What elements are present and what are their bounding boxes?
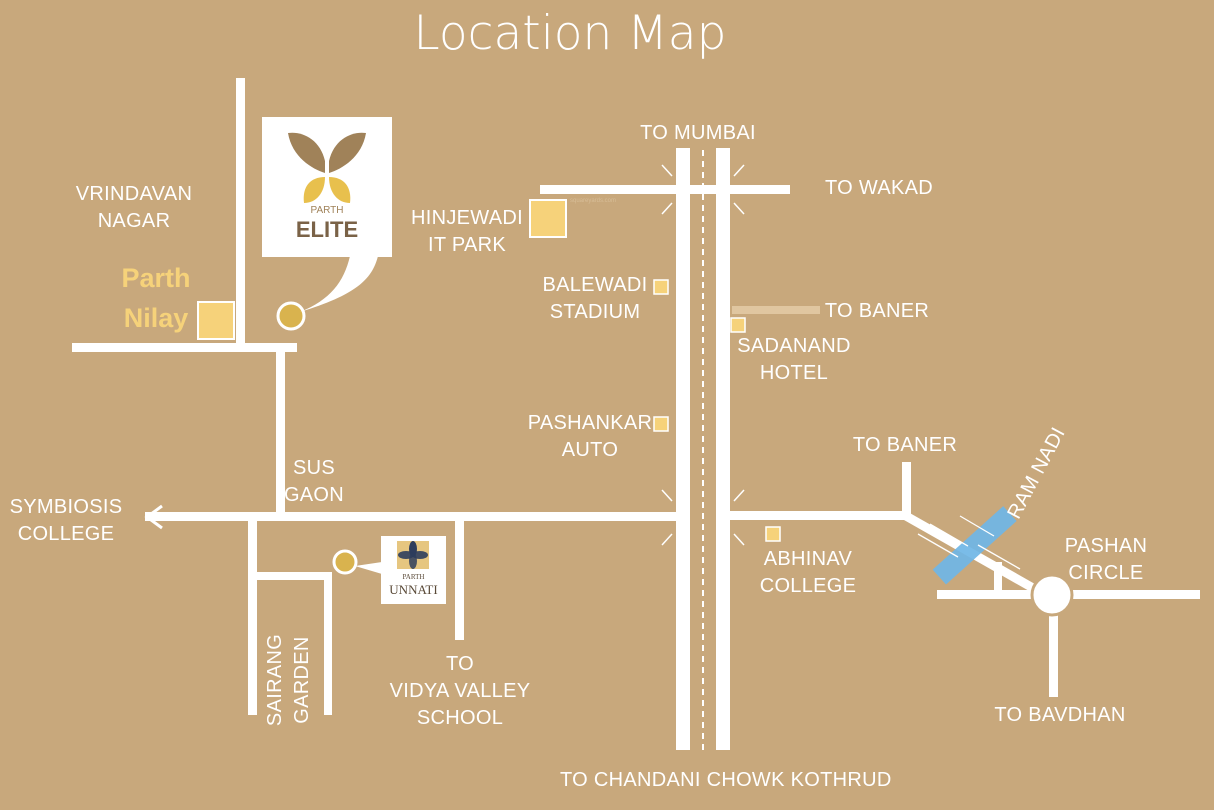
symbiosis-college-label: SYMBIOSIS COLLEGE (6, 494, 126, 548)
garden-road-top (257, 572, 332, 580)
to-mumbai-label: TO MUMBAI (640, 122, 756, 144)
hinjewadi-marker (529, 199, 567, 238)
garden-road-left (248, 520, 257, 715)
to-bavdhan-label: TO BAVDHAN (994, 704, 1126, 726)
baner-road (732, 306, 820, 314)
unnati-callout-tail (355, 562, 382, 574)
abhinav-line-1: ABHINAV (763, 548, 853, 570)
hinjewadi-line-1: HINJEWADI (411, 207, 523, 229)
wakad-road (540, 185, 790, 194)
to-baner-label-2: TO BANER (852, 434, 958, 456)
parth-nilay-line-2: Nilay (123, 303, 189, 333)
sus-gaon-line-2: GAON (283, 484, 345, 506)
flower-logo-icon (397, 541, 429, 569)
map-title: Location Map (413, 6, 727, 61)
to-baner-label-1: TO BANER (824, 300, 930, 322)
watermark: squareyards.com (570, 198, 617, 204)
elite-callout-tail (300, 256, 378, 312)
abhinav-college-label: ABHINAV COLLEGE (752, 546, 864, 600)
vidya-valley-line-1: TO (445, 653, 474, 675)
elite-brand-top: PARTH (310, 205, 344, 216)
balewadi-line-2: STADIUM (549, 301, 641, 323)
pashan-circle-line-1: PASHAN (1064, 535, 1148, 557)
pashan-circle-line-2: CIRCLE (1068, 562, 1144, 584)
hinjewadi-line-2: IT PARK (427, 234, 507, 256)
sus-gaon-label: SUS GAON (280, 455, 348, 509)
sairang-line-1: SAIRANG (264, 633, 286, 727)
elite-location-pin (276, 301, 306, 331)
sadanand-hotel-label: SADANAND HOTEL (728, 333, 860, 387)
side-road (994, 562, 1002, 592)
main-road (145, 512, 676, 521)
pashan-road (730, 511, 908, 520)
vidya-valley-line-3: SCHOOL (416, 707, 504, 729)
symbiosis-arrow (144, 504, 163, 530)
sairang-garden-label: SAIRANG GARDEN (262, 624, 316, 736)
pashankar-marker (653, 416, 669, 432)
sairang-line-2: GARDEN (291, 636, 313, 724)
vrindavan-line-1: VRINDAVAN (75, 183, 193, 205)
vidya-valley-road (455, 520, 464, 640)
pashan-circle-label: PASHAN CIRCLE (1056, 533, 1156, 587)
vidya-valley-label: TO VIDYA VALLEY SCHOOL (380, 651, 540, 732)
balewadi-line-1: BALEWADI (542, 274, 648, 296)
sadanand-line-2: HOTEL (759, 362, 829, 384)
parth-nilay-line-1: Parth (121, 263, 191, 293)
parth-elite-logo: PARTH ELITE (262, 117, 392, 257)
hinjewadi-label: HINJEWADI IT PARK (405, 205, 529, 259)
to-chandani-chowk-label: TO CHANDANI CHOWK KOTHRUD (560, 769, 892, 791)
parth-nilay-label: Parth Nilay (112, 258, 200, 338)
pashan-circle (1030, 573, 1074, 617)
symbiosis-line-1: SYMBIOSIS (9, 496, 123, 518)
unnati-brand-name: UNNATI (389, 582, 438, 597)
pashankar-auto-label: PASHANKAR AUTO (526, 410, 654, 464)
pashankar-line-1: PASHANKAR (527, 412, 653, 434)
sus-gaon-line-1: SUS (292, 457, 336, 479)
abhinav-marker (765, 526, 781, 542)
bavdhan-road (1049, 605, 1058, 697)
symbiosis-line-2: COLLEGE (17, 523, 115, 545)
sus-road (276, 343, 285, 521)
butterfly-logo-icon (288, 132, 366, 203)
pashankar-line-2: AUTO (561, 439, 619, 461)
elite-brand-name: ELITE (295, 217, 359, 242)
baner-road-2 (902, 462, 911, 517)
garden-road-right (324, 572, 332, 715)
unnati-location-pin (332, 549, 358, 575)
vidya-valley-line-2: VIDYA VALLEY (389, 680, 531, 702)
balewadi-marker (653, 279, 669, 295)
parth-nilay-marker (197, 301, 235, 340)
abhinav-line-2: COLLEGE (759, 575, 857, 597)
parth-unnati-logo: PARTH UNNATI (381, 536, 446, 604)
sadanand-line-1: SADANAND (737, 335, 851, 357)
river-bridge-lines (917, 515, 1021, 570)
vrindavan-road (236, 78, 245, 348)
bridge-ticks (661, 164, 745, 546)
vrindavan-line-2: NAGAR (97, 210, 171, 232)
highway (676, 148, 730, 750)
vrindavan-nagar-label: VRINDAVAN NAGAR (68, 181, 200, 235)
nilay-road (72, 343, 297, 352)
ram-nadi-river (932, 506, 1017, 585)
to-wakad-label: TO WAKAD (825, 177, 933, 199)
unnati-brand-top: PARTH (402, 573, 425, 581)
sadanand-marker (730, 317, 746, 333)
balewadi-stadium-label: BALEWADI STADIUM (536, 272, 654, 326)
